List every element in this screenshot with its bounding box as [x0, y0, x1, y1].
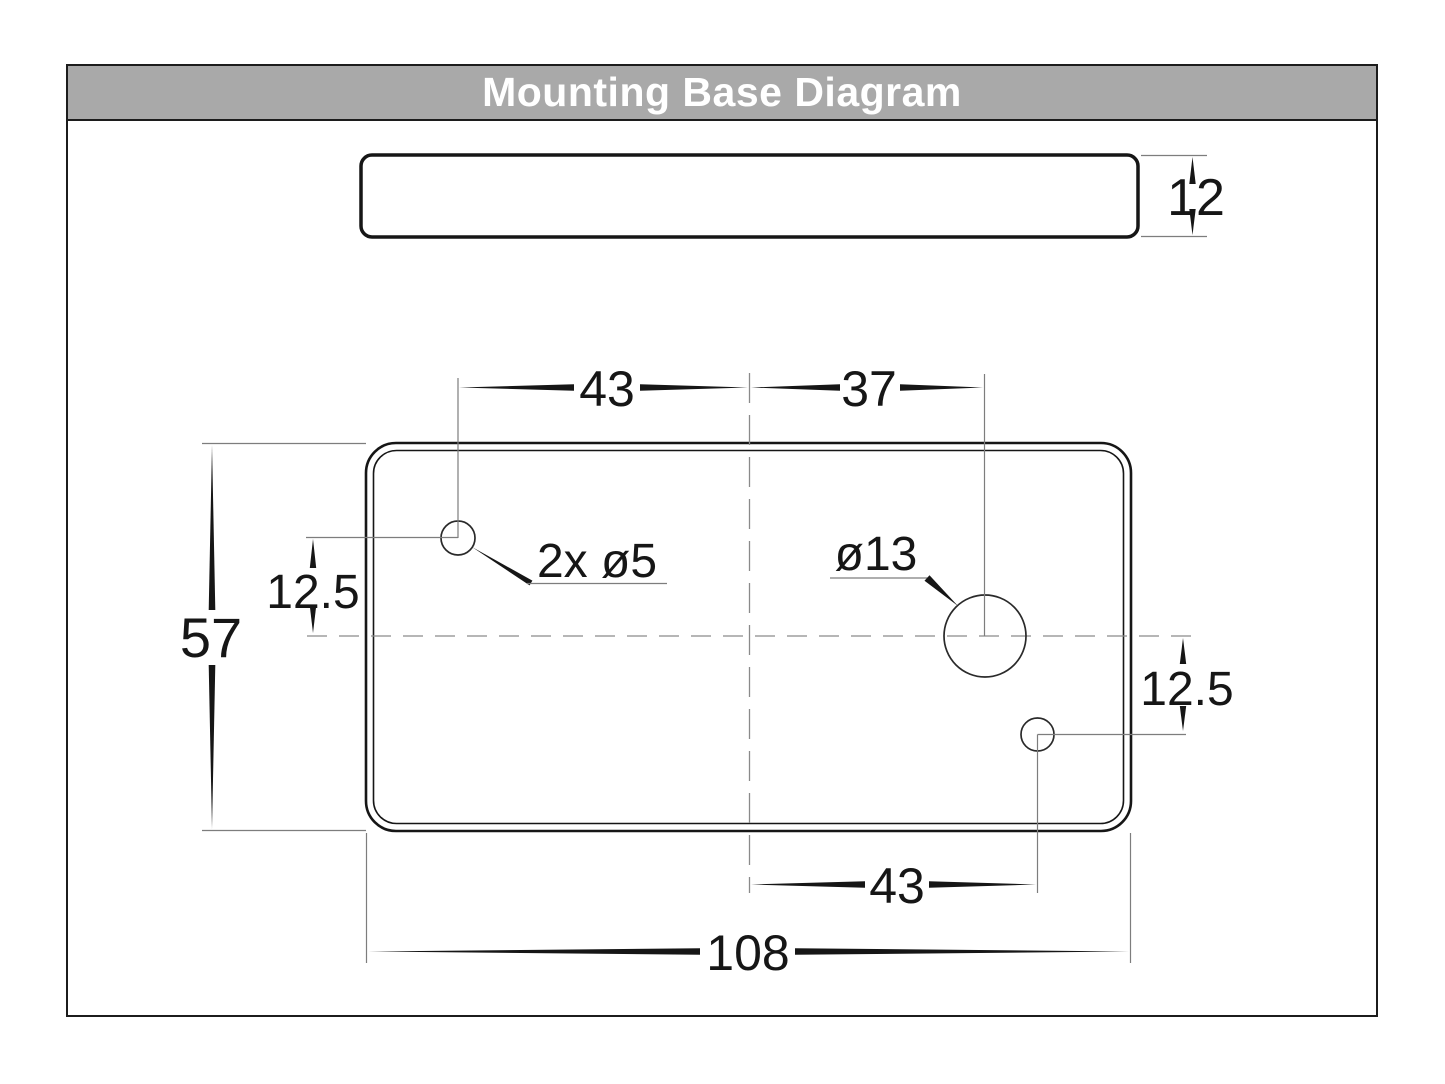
- arrow-37-left: [751, 384, 840, 391]
- page-title: Mounting Base Diagram: [482, 69, 962, 115]
- label-small-holes: 2x ø5: [537, 535, 657, 588]
- arrow-57-up: [208, 445, 216, 610]
- dim-thickness: 12: [1167, 169, 1225, 227]
- plate-outline-inner: [372, 449, 1125, 825]
- dim-top-hole-offset-y: 12.5: [266, 566, 359, 619]
- dim-large-hole-offset-x: 37: [841, 361, 897, 417]
- dim-overall-height: 57: [180, 606, 242, 669]
- arrow-37-right: [900, 384, 983, 391]
- arrow-43top-right: [640, 384, 748, 391]
- arrow-43bottom-right: [929, 881, 1036, 888]
- dim-top-hole-offset-x: 43: [579, 361, 635, 417]
- arrow-108-right: [795, 948, 1129, 955]
- arrow-thickness-up: [1189, 157, 1196, 184]
- side-view-outline: [359, 153, 1140, 239]
- arrow-125right-up: [1179, 638, 1187, 664]
- arrow-125left-up: [309, 539, 317, 568]
- arrow-108-left: [368, 948, 700, 955]
- dim-bottom-hole-offset-x: 43: [869, 858, 925, 914]
- arrow-43bottom-left: [751, 881, 865, 888]
- arrow-57-down: [208, 665, 216, 829]
- arrow-125left-down: [309, 606, 317, 633]
- dim-overall-width: 108: [706, 925, 789, 981]
- title-bar: Mounting Base Diagram: [68, 66, 1376, 121]
- leader-small-holes: [472, 547, 533, 586]
- label-large-hole: ø13: [835, 528, 918, 581]
- dim-bottom-hole-offset-y: 12.5: [1140, 663, 1233, 716]
- arrow-43top-left: [459, 384, 574, 391]
- arrow-125right-down: [1179, 706, 1187, 731]
- leader-large-hole: [924, 575, 958, 606]
- arrow-thickness-down: [1189, 209, 1196, 235]
